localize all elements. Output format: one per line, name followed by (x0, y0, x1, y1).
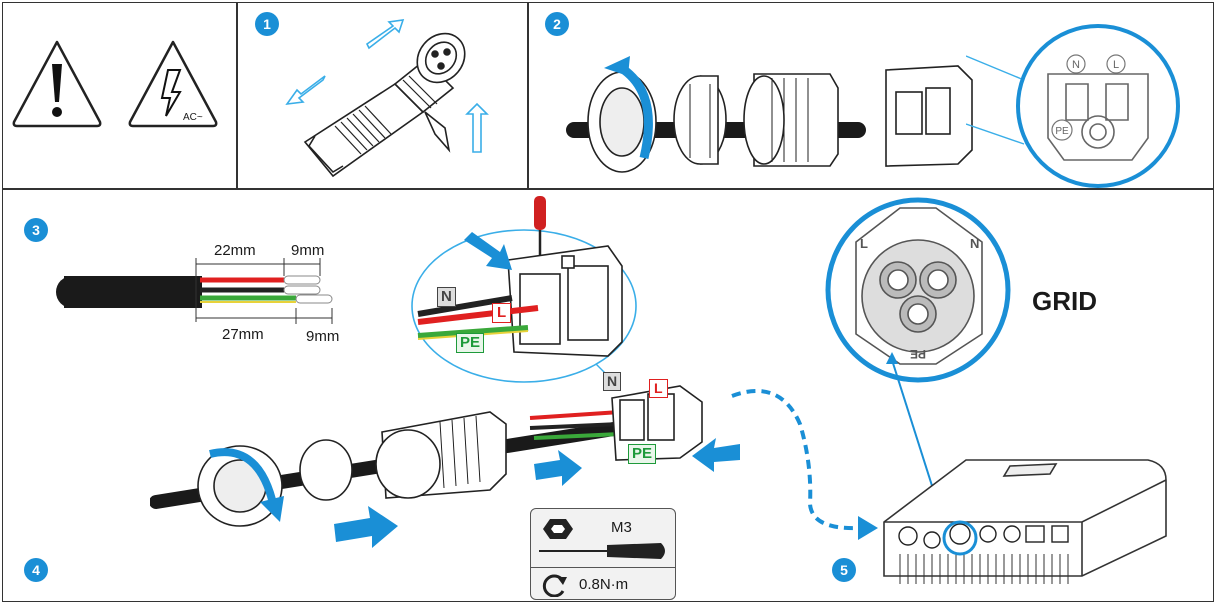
assembly-n-label: N (603, 372, 622, 391)
panel-step-2 (527, 2, 1214, 190)
dim-9mm-bottom: 9mm (306, 328, 340, 345)
dim-22mm: 22mm (214, 242, 256, 259)
ac-label: AC~ (183, 112, 203, 123)
grid-l-label: L (860, 236, 868, 251)
face-l-label: L (1113, 59, 1119, 71)
dim-9mm-top: 9mm (291, 242, 325, 259)
hex-screw-icon (543, 519, 573, 539)
grid-pe-label: PE (910, 347, 926, 361)
cable-strip-illustration (56, 258, 333, 324)
wire-n-label: N (437, 287, 456, 307)
panel-warnings (2, 2, 238, 190)
grid-label: GRID (1032, 286, 1097, 316)
face-n-label: N (1072, 59, 1080, 71)
assembly-l-label: L (649, 379, 668, 398)
step-4-badge: 4 (24, 558, 48, 582)
step-2-badge: 2 (545, 12, 569, 36)
connector-exploded-illustration (566, 56, 973, 173)
connector-face-zoom: N L PE (966, 24, 1180, 188)
torque-value: 0.8N·m (579, 576, 629, 593)
face-pe-label: PE (1055, 126, 1069, 137)
wire-l-label: L (492, 303, 512, 323)
dashed-connection-arrow (731, 388, 878, 540)
grid-n-label: N (970, 236, 979, 251)
screwdriver-icon (539, 543, 665, 559)
connector-assembly-illustration (150, 385, 740, 548)
step-5-badge: 5 (832, 558, 856, 582)
grid-port-zoom: L N PE (825, 197, 1011, 383)
connector-unlock-illustration (285, 19, 489, 178)
high-voltage-warning-icon (128, 40, 218, 128)
warning-triangle-icon (12, 40, 102, 128)
step-1-badge: 1 (255, 12, 279, 36)
panel-steps-3-5 (2, 188, 1214, 602)
wire-pe-label: PE (456, 333, 485, 353)
inverter-illustration (883, 352, 1167, 584)
panel-step-1 (236, 2, 529, 190)
dim-27mm: 27mm (222, 326, 264, 343)
assembly-pe-label: PE (628, 444, 657, 464)
screwdriver-size: M3 (611, 519, 632, 536)
tool-spec-box: M3 0.8N·m (530, 508, 676, 600)
step-3-badge: 3 (24, 218, 48, 242)
rotate-clockwise-icon (542, 574, 567, 597)
